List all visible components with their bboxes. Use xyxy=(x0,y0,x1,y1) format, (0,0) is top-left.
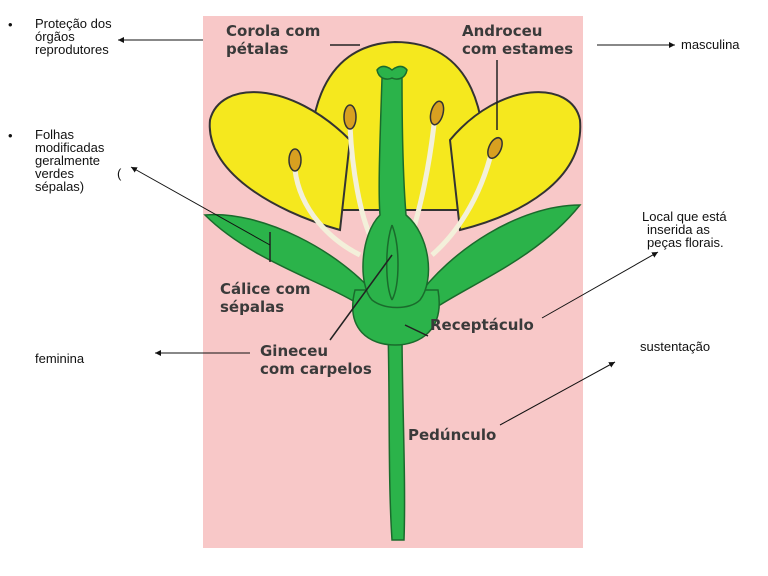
note-folhas-line-5: sépalas) xyxy=(35,179,85,194)
label-androceu-line-2: com estames xyxy=(462,40,574,58)
note-folhas-line-4: verdes ( xyxy=(35,166,122,181)
label-gineceu-line-1: Gineceu xyxy=(260,342,329,360)
note-protecao-line-2: órgãos xyxy=(35,29,75,44)
anthers xyxy=(288,100,503,172)
label-calice-line-2: sépalas xyxy=(220,298,285,316)
label-androceu: Androceu com estames xyxy=(462,22,573,58)
gynoecium xyxy=(362,65,430,309)
label-receptaculo: Receptáculo xyxy=(430,316,534,334)
label-corola-line-2: pétalas xyxy=(226,40,289,58)
note-folhas-line-1: Folhas xyxy=(35,127,75,142)
stem xyxy=(387,329,406,541)
note-protecao: Proteção dos órgãos reprodutores xyxy=(35,17,112,56)
note-masculina: masculina xyxy=(681,37,740,52)
note-local-line-3: peças florais. xyxy=(647,235,724,250)
inner-leader-lines xyxy=(269,44,498,341)
label-androceu-line-1: Androceu xyxy=(462,22,543,40)
note-protecao-line-3: reprodutores xyxy=(35,42,109,57)
note-folhas-paren: ( xyxy=(117,166,122,181)
label-gineceu-line-2: com carpelos xyxy=(260,360,372,378)
note-folhas: Folhas modificadas geralmente verdes ( s… xyxy=(35,127,122,194)
label-corola: Corola com pétalas xyxy=(226,22,320,58)
label-gineceu: Gineceu com carpelos xyxy=(260,342,372,378)
note-local: Local que está inserida as peças florais… xyxy=(642,210,727,249)
note-sustentacao: sustentação xyxy=(640,339,711,354)
label-corola-line-1: Corola com xyxy=(226,22,321,40)
bullet-folhas: • xyxy=(8,128,13,143)
sepals xyxy=(203,204,582,306)
side-arrows xyxy=(118,37,675,426)
note-local-line-2: inserida as xyxy=(647,222,710,237)
label-pedunculo: Pedúnculo xyxy=(408,426,497,444)
note-feminina: feminina xyxy=(35,351,85,366)
note-folhas-line-2: modificadas xyxy=(35,140,105,155)
bullet-protecao: • xyxy=(8,17,13,32)
note-protecao-line-1: Proteção dos xyxy=(35,16,112,31)
note-local-line-1: Local que está xyxy=(642,209,727,224)
label-calice-line-1: Cálice com xyxy=(220,280,311,298)
label-calice: Cálice com sépalas xyxy=(220,280,311,316)
note-folhas-line-3: geralmente xyxy=(35,153,101,168)
